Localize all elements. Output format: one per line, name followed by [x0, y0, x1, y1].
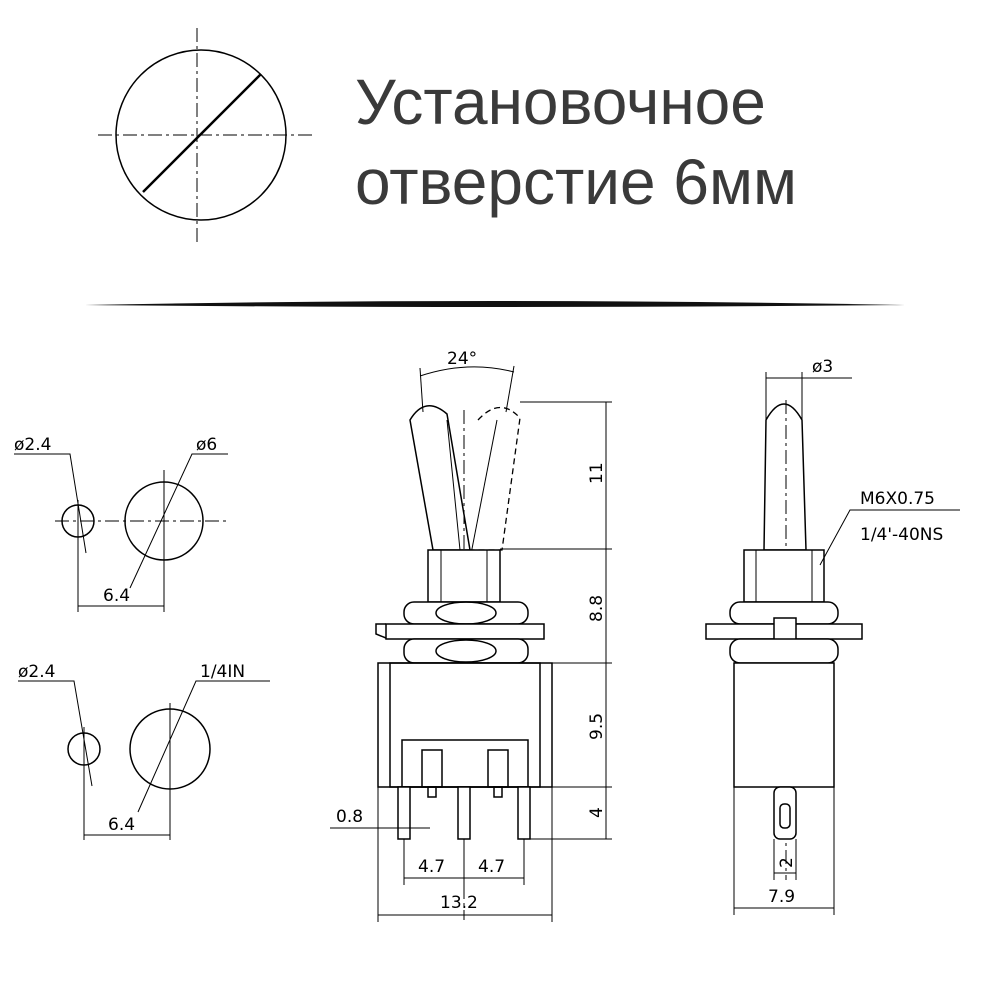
side-bushing [743, 549, 825, 603]
angle-ext-left [419, 367, 424, 413]
side-lower-nut [729, 638, 839, 664]
side-body [733, 662, 835, 788]
lever-dashed [468, 406, 521, 551]
hole-pattern-metric: ø2.4 ø6 6.4 [14, 435, 228, 612]
bushing [427, 549, 501, 603]
large-hole-1-leader [129, 453, 228, 589]
large-hole-2-leader [137, 680, 270, 813]
hole-1-spacing-label: 6.4 [103, 586, 130, 606]
large-hole-1-label: ø6 [196, 435, 217, 455]
page-title: Установочное отверстие 6мм [355, 62, 797, 222]
lever-solid [409, 405, 471, 551]
small-hole-2-label: ø2.4 [18, 662, 55, 682]
lower-nut [403, 638, 529, 664]
side-lever [763, 403, 807, 551]
angle-arc [419, 366, 515, 377]
large-hole-2-label: 1/4IN [200, 662, 245, 682]
thread-imperial-label: 1/4'-40NS [860, 525, 943, 545]
small-hole-1-leader [14, 453, 87, 554]
small-hole-2-leader [18, 680, 93, 787]
thread-leader [819, 509, 960, 566]
bushing-height-label: 8.8 [587, 595, 607, 622]
mounting-hole-symbol [98, 28, 312, 244]
switch-front-view: 24° [330, 349, 612, 922]
pin-length-label: 4 [587, 807, 607, 818]
angle-label: 24° [447, 349, 477, 369]
thread-metric-label: M6X0.75 [860, 489, 935, 509]
washer-tab [375, 623, 387, 639]
mounting-hole-slash [142, 73, 262, 193]
pin-right [517, 786, 531, 840]
pin-pitch-left-label: 4.7 [418, 857, 445, 877]
switch-side-view: ø3 M6X0.75 1/4'-40NS 2 [705, 357, 960, 915]
body-width-label: 13.2 [440, 893, 478, 913]
hole-pattern-imperial: ø2.4 1/4IN 6.4 [18, 662, 270, 840]
hole-2-spacing-label: 6.4 [108, 815, 135, 835]
body-height-label: 9.5 [587, 713, 607, 740]
title-line-2: отверстие 6мм [355, 146, 797, 218]
pin-pitch-right-label: 4.7 [478, 857, 505, 877]
lever-diameter-label: ø3 [812, 357, 833, 377]
lever-height-label: 11 [587, 462, 607, 484]
side-pin-width-label: 2 [777, 857, 797, 868]
side-body-width-label: 7.9 [768, 887, 795, 907]
angle-ext-right [505, 365, 515, 413]
upper-nut [403, 601, 529, 625]
separator-rule [85, 301, 905, 307]
pin-width-label: 0.8 [336, 807, 363, 827]
title-line-1: Установочное [355, 66, 766, 138]
lock-washer [385, 623, 545, 640]
switch-body [377, 662, 553, 788]
small-hole-1-label: ø2.4 [14, 435, 51, 455]
pin-center [457, 786, 471, 840]
side-pin [773, 786, 797, 840]
pin-left [397, 786, 411, 840]
